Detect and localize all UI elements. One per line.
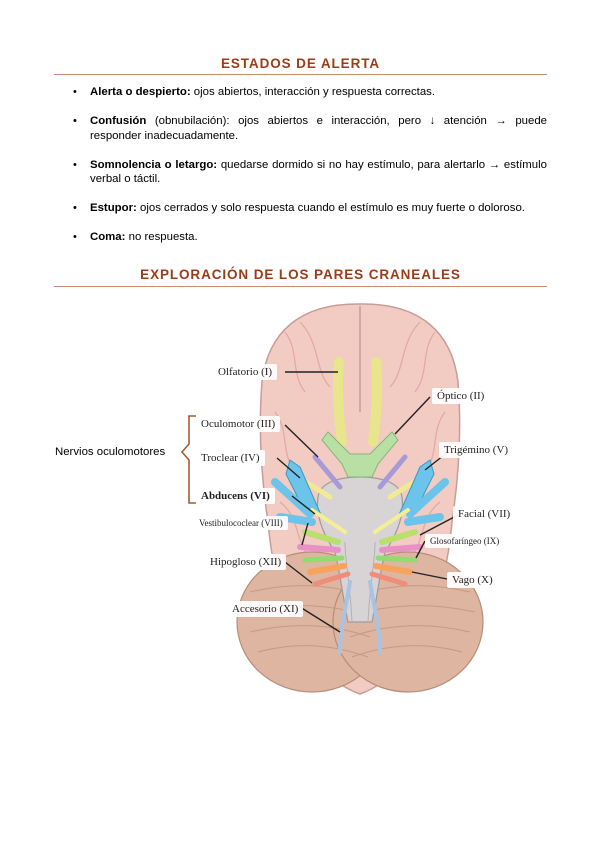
- section-title-pares-craneales: EXPLORACIÓN DE LOS PARES CRANEALES: [140, 267, 461, 282]
- facial-nerve: [302, 529, 418, 545]
- list-item: • Coma: no respuesta.: [54, 230, 547, 245]
- item-text: quedarse dormido si no hay estímulo, par…: [90, 158, 547, 186]
- cranial-nerves-figure: Olfatorio (I) Óptico (II) Oculomotor (II…: [0, 292, 599, 712]
- section-title-estados: ESTADOS DE ALERTA: [220, 56, 381, 71]
- bullet-icon: •: [73, 231, 77, 243]
- list-item: • Confusión (obnubilación): ojos abiertos…: [54, 114, 547, 143]
- label-facial: Facial (VII): [453, 506, 516, 522]
- section-divider: [54, 286, 547, 287]
- bullet-icon: •: [73, 86, 77, 98]
- item-term: Confusión: [90, 115, 147, 127]
- label-vestibulococlear: Vestibulococlear (VIII): [194, 516, 288, 530]
- olfactory-nerve-left: [333, 357, 347, 447]
- label-pointers: [276, 371, 459, 633]
- vestibulocochlear-nerve: [297, 544, 423, 553]
- hypoglossal-nerve: [312, 571, 408, 587]
- item-text: ojos abiertos, interacción y respuesta c…: [190, 86, 436, 98]
- label-hipogloso: Hipogloso (XII): [205, 554, 287, 570]
- item-term: Estupor:: [90, 202, 137, 214]
- bullet-icon: •: [73, 158, 77, 171]
- label-oculomotor: Oculomotor (III): [196, 416, 281, 432]
- label-abducens: Abducens (VI): [196, 488, 275, 504]
- item-text: no respuesta.: [125, 231, 198, 243]
- list-item: • Somnolencia o letargo: quedarse dormido…: [54, 158, 547, 187]
- item-term: Coma:: [90, 231, 126, 243]
- item-text: ojos cerrados y solo respuesta cuando el…: [136, 202, 525, 214]
- oculomotor-bracket: [180, 415, 196, 504]
- label-accesorio: Accesorio (XI): [227, 601, 304, 617]
- list-item: • Alerta o despierto: ojos abiertos, inte…: [54, 85, 547, 100]
- glossopharyngeal-nerve: [302, 555, 418, 563]
- accessory-nerve: [338, 580, 382, 654]
- item-term: Alerta o despierto:: [90, 86, 191, 98]
- brain-base-illustration: [180, 303, 484, 695]
- olfactory-nerve-right: [368, 357, 382, 447]
- list-item: • Estupor: ojos cerrados y solo respuesta…: [54, 201, 547, 216]
- optic-chiasm: [321, 431, 399, 478]
- item-term: Somnolencia o letargo:: [90, 158, 218, 171]
- alert-states-list: • Alerta o despierto: ojos abiertos, inte…: [54, 85, 547, 259]
- item-text: (obnubilación): ojos abiertos e interacc…: [90, 115, 547, 142]
- label-olfatorio: Olfatorio (I): [213, 364, 278, 380]
- label-optico: Óptico (II): [432, 388, 490, 404]
- label-troclear: Troclear (IV): [196, 450, 265, 466]
- label-vago: Vago (X): [447, 572, 498, 588]
- oculomotor-group-label: Nervios oculomotores: [55, 446, 166, 458]
- label-trigemino: Trigémino (V): [439, 442, 514, 458]
- oculomotor-nerve: [312, 454, 408, 490]
- section-divider: [54, 74, 547, 75]
- trigeminal-nerve-right-branch: [404, 478, 449, 526]
- abducens-nerve: [310, 508, 410, 534]
- vagus-nerve: [307, 563, 413, 575]
- label-glosofaringeo: Glosofaríngeo (IX): [425, 534, 505, 548]
- bullet-icon: •: [73, 202, 77, 214]
- bullet-icon: •: [73, 115, 77, 127]
